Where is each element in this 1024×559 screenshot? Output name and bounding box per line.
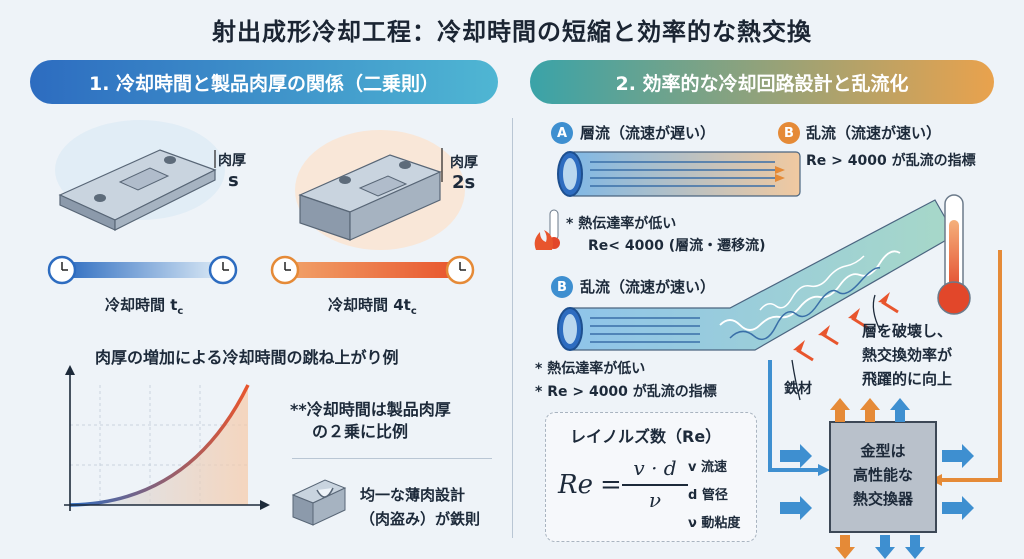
steel-label: 鉄材 [784,381,812,397]
effect-line-3: 飛躍的に向上 [862,370,953,388]
formula-numerator: v · d [633,456,677,480]
reynolds-title: レイノルズ数（Re） [570,427,722,446]
mold-label-1: 金型は [860,442,906,460]
cooling-time-curve-chart [64,365,270,511]
formula-denominator: ν [648,488,662,512]
thin-thickness-label: 肉厚 [218,153,246,169]
flame-icon [534,230,553,250]
stopwatch-icon [47,255,77,285]
curve-line [69,384,250,507]
mold-label-2: 高性能な [852,466,913,484]
uniform-design-tip-line1: 均一な薄肉設計 [360,486,466,504]
uniform-design-tip-line2: （肉盗み）が鉄則 [360,510,481,528]
turbulent-badge-top: B [778,122,800,144]
mold-block [780,398,974,559]
laminar-note-1: * 熱伝達率が低い [566,216,677,232]
thermometer-icon [937,194,971,315]
square-law-note-line2: の２乗に比例 [312,422,409,441]
thick-thickness-value: 2s [452,172,476,193]
section-banner-cooling-time: 1. 冷却時間と製品肉厚の関係（二乗則） [30,60,498,104]
tip-separator [292,458,492,459]
turbulent-note-1: * 熱伝達率が低い [535,361,646,377]
turbulent-flow-pipe [557,199,956,362]
thick-thickness-label: 肉厚 [450,155,478,171]
turbulent-note-top: Re > 4000 が乱流の指標 [806,153,976,169]
thin-thickness-value: s [228,170,239,191]
stopwatch-icon [208,255,238,285]
formula-lhs: Re [558,470,593,500]
mold-label-3: 熱交換器 [852,490,913,508]
laminar-title: 層流（流速が遅い） [580,124,716,142]
formula-equals: = [600,470,622,500]
laminar-flow-pipe [557,151,801,197]
thin-cooling-time-label: 冷却時間 tc [105,296,184,317]
section-banner-circuit-design: 2. 効率的な冷却回路設計と乱流化 [530,60,994,104]
section-divider [512,118,513,538]
effect-line-2: 熱交換効率が [862,346,953,364]
thin-plate-illustration [55,120,225,231]
chart-title: 肉厚の増加による冷却時間の跳ね上がり例 [95,348,399,367]
turbulent-title: 乱流（流速が速い） [580,278,716,296]
var-velocity: v 流速 [688,460,728,475]
var-viscosity: ν 動粘度 [688,516,741,531]
thick-plate-illustration [295,130,465,250]
formula-fraction-bar [622,484,688,486]
turbulent-badge: B [551,276,573,298]
laminar-badge: A [551,122,573,144]
turbulent-note-2: * Re > 4000 が乱流の指標 [535,384,717,400]
turbulent-title-top: 乱流（流速が速い） [806,124,942,142]
plate-illustrations [47,120,475,285]
stopwatch-icon [270,255,300,285]
laminar-note-2: Re< 4000 (層流・遷移流) [588,238,766,254]
effect-line-1: 層を破壊し、 [862,322,953,340]
cooling-time-bar-thin [62,262,220,278]
rib-cut-part-icon [291,479,347,526]
curve-fill [70,385,248,505]
page-title: 射出成形冷却工程：冷却時間の短縮と効率的な熱交換 [212,18,812,46]
reynolds-number-panel [545,412,757,542]
cooling-circuit-illustration [534,151,1002,559]
var-diameter: d 管径 [688,488,728,503]
square-law-note-line1: **冷却時間は製品肉厚 [290,400,451,419]
thick-cooling-time-label: 冷却時間 4tc [328,296,417,317]
stopwatch-icon [445,255,475,285]
cooling-time-bar-thick [285,262,457,278]
